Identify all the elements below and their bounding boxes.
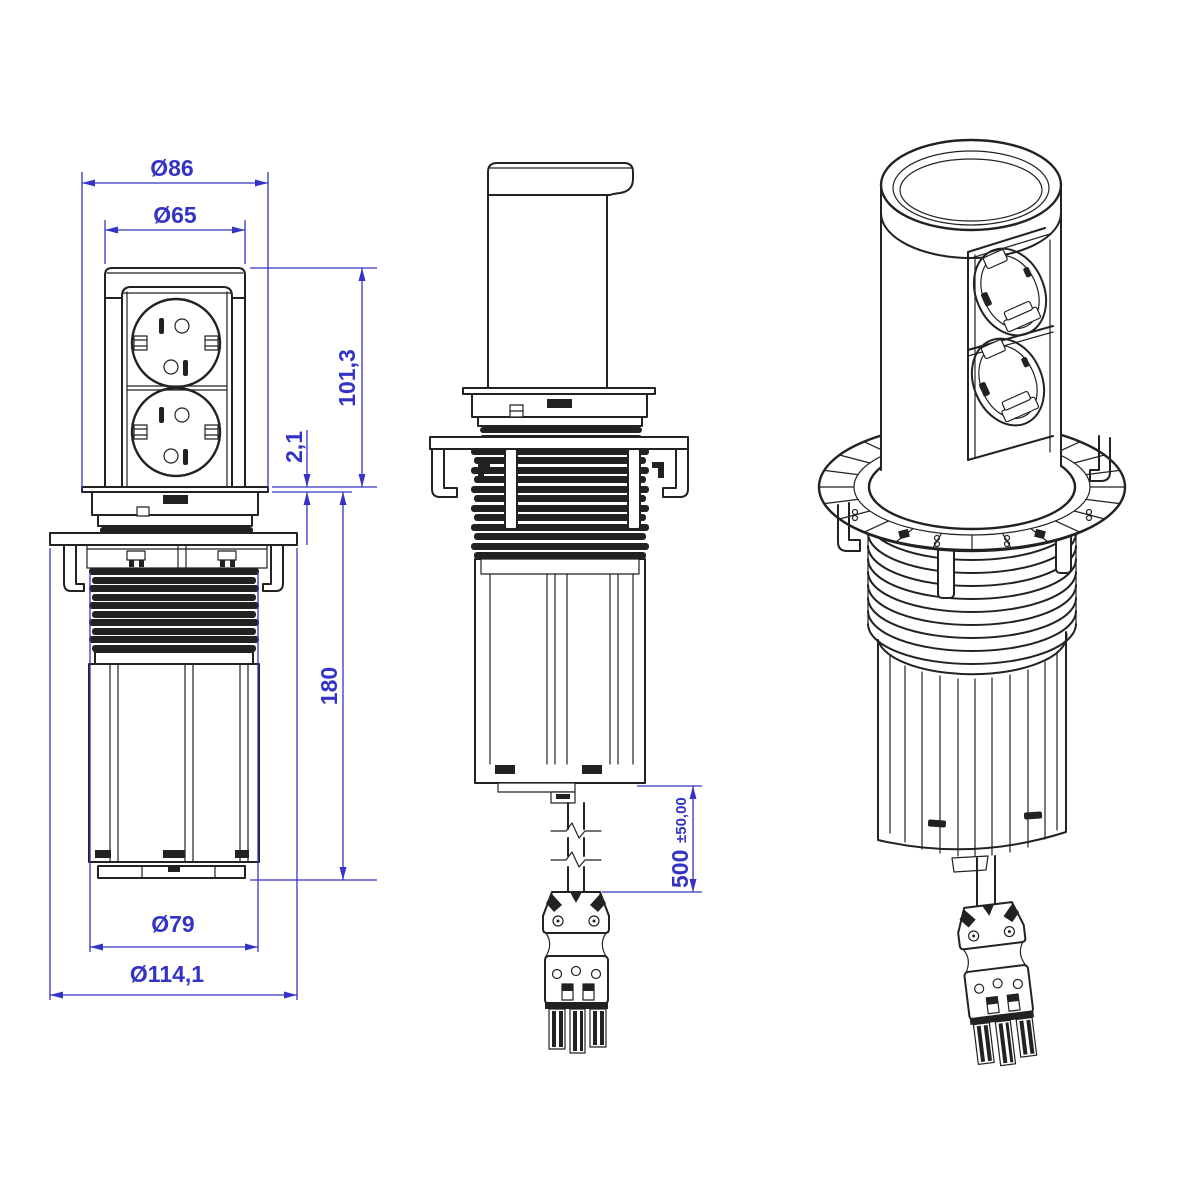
counter-plate — [81, 486, 269, 493]
cable-break-symbol — [550, 822, 602, 839]
front-view: Ø86 Ø65 101,3 2,1 — [49, 155, 377, 1000]
bellows-side — [471, 448, 649, 559]
schuko-socket-iso-1 — [972, 247, 1048, 337]
dim-label-d79: Ø79 — [151, 911, 194, 937]
schuko-socket-2 — [130, 386, 222, 478]
dim-plate-thickness: 2,1 — [272, 430, 352, 545]
dim-label-d65: Ø65 — [153, 202, 197, 228]
dim-cable-length: 500 ±50,00 — [602, 785, 702, 893]
tower-cylinder-iso — [879, 138, 1063, 479]
housing-body-side — [474, 558, 646, 804]
schuko-socket-1 — [130, 297, 222, 389]
dim-dia-cap: Ø65 — [104, 202, 246, 264]
bellows — [89, 568, 259, 652]
gst18-connector-iso — [957, 901, 1038, 1067]
isometric-view — [817, 138, 1127, 1067]
power-cable-iso — [976, 855, 996, 911]
cable-break-symbol — [550, 851, 602, 868]
dim-label-180: 180 — [316, 667, 342, 705]
dim-dia-mount-ring: Ø114,1 — [49, 548, 298, 1000]
dim-label-101-3: 101,3 — [334, 349, 360, 407]
socket-cutout-iso — [967, 227, 1054, 461]
side-view: 500 ±50,00 — [429, 162, 702, 1054]
tower-cap-side — [487, 162, 634, 196]
housing-body-iso — [877, 631, 1068, 873]
housing-body — [88, 651, 260, 879]
dim-label-d114-1: Ø114,1 — [130, 961, 204, 987]
gst18-connector — [542, 891, 610, 1054]
dim-label-tolerance: ±50,00 — [673, 797, 690, 843]
dim-depth-below-counter: 180 — [250, 492, 377, 881]
mounting-ring-side — [429, 436, 689, 530]
power-cable — [550, 802, 602, 893]
schuko-socket-iso-2 — [970, 337, 1046, 427]
dim-label-500: 500 — [667, 850, 693, 888]
dim-height-above-counter: 101,3 — [250, 267, 377, 488]
counter-plate-side — [462, 387, 656, 395]
collar-side — [471, 393, 648, 441]
dim-label-d86: Ø86 — [150, 155, 193, 181]
dim-label-2-1: 2,1 — [281, 431, 307, 463]
tower-body-side — [487, 194, 608, 389]
dim-dia-top-flange: Ø86 — [81, 155, 269, 490]
dim-dia-body: Ø79 — [89, 572, 259, 952]
